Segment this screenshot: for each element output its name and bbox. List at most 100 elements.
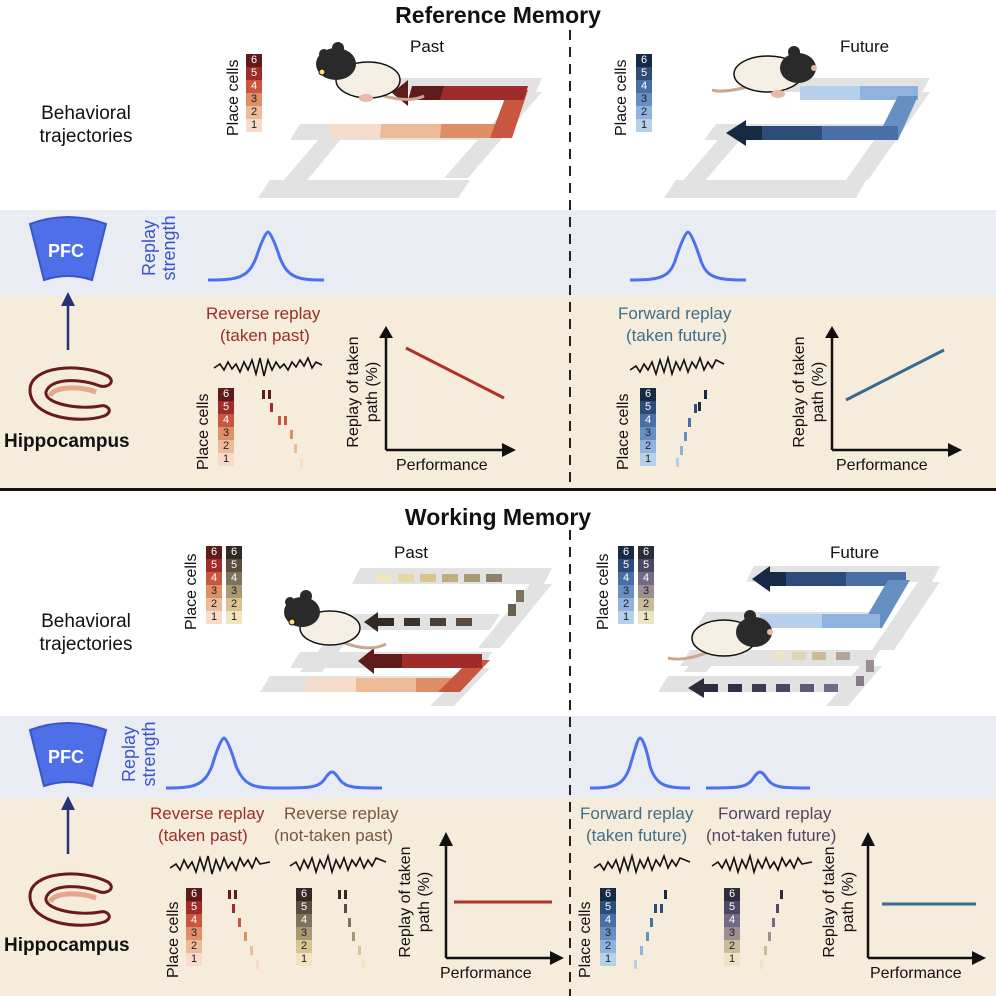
place-cell-6: 6 xyxy=(724,888,740,901)
wm-future-y-axis-label: Replay of taken path (%) xyxy=(821,846,858,958)
wm-behavioral-label: Behavioral trajectories xyxy=(39,611,133,656)
wm-forward-taken-curve xyxy=(589,736,691,790)
wm-past-y-axis-label: Replay of taken path (%) xyxy=(397,846,434,958)
ref-hippocampus-label: Hippocampus xyxy=(4,431,130,452)
place-cell-3: 3 xyxy=(640,427,656,440)
place-cell-4: 4 xyxy=(206,572,222,585)
wm-lfp-trace-2 xyxy=(289,853,387,875)
place-cell-6: 6 xyxy=(226,546,242,559)
ref-future-rat-icon xyxy=(711,46,817,98)
wm-hippocampus-label: Hippocampus xyxy=(4,935,130,956)
wm-hippocampus-band xyxy=(0,798,996,996)
ref-past-lfp-trace xyxy=(213,356,323,378)
place-cell-5: 5 xyxy=(640,401,656,414)
ref-past-plot xyxy=(379,326,516,457)
place-cell-3: 3 xyxy=(246,93,262,106)
wm-lfp-trace-3 xyxy=(593,852,691,875)
place-cell-2: 2 xyxy=(218,440,234,453)
ref-future-lfp-trace xyxy=(629,354,725,377)
wm-past-rat-icon xyxy=(284,590,387,650)
ref-pfc-label: PFC xyxy=(48,241,84,261)
ref-future-x-axis-label: Performance xyxy=(836,457,928,474)
place-cell-4: 4 xyxy=(186,914,202,927)
place-cell-6: 6 xyxy=(640,388,656,401)
wm-taken-past-label: (taken past) xyxy=(158,826,248,845)
ref-future-replay-curve xyxy=(629,230,747,282)
wm-reverse-taken-curve xyxy=(165,736,279,790)
place-cell-2: 2 xyxy=(226,598,242,611)
ref-hippocampus-band xyxy=(0,296,996,488)
place-cell-6: 6 xyxy=(618,546,634,559)
place-cell-2: 2 xyxy=(618,598,634,611)
place-cell-6: 6 xyxy=(638,546,654,559)
place-cell-2: 2 xyxy=(296,940,312,953)
place-cell-5: 5 xyxy=(636,67,652,80)
place-cell-5: 5 xyxy=(226,559,242,572)
place-cell-4: 4 xyxy=(246,80,262,93)
place-cell-2: 2 xyxy=(600,940,616,953)
wm-pfc-band xyxy=(0,716,996,798)
ref-past-label: Past xyxy=(410,37,445,56)
place-cell-4: 4 xyxy=(296,914,312,927)
ref-pfc-band xyxy=(0,210,996,296)
reference-memory-title: Reference Memory xyxy=(395,2,601,28)
place-cell-6: 6 xyxy=(186,888,202,901)
place-cell-3: 3 xyxy=(638,585,654,598)
place-cell-2: 2 xyxy=(186,940,202,953)
place-cell-5: 5 xyxy=(600,901,616,914)
ref-past-x-axis-label: Performance xyxy=(396,457,488,474)
place-cell-1: 1 xyxy=(186,953,202,966)
ref-behavioral-label: Behavioral trajectories xyxy=(39,103,133,148)
place-cell-1: 1 xyxy=(618,611,634,624)
ref-hippocampus-icon xyxy=(28,366,113,421)
place-cell-6: 6 xyxy=(246,54,262,67)
wm-reverse-not-taken-curve xyxy=(277,770,383,790)
wm-future-rat-icon xyxy=(667,610,773,661)
wm-future-label: Future xyxy=(830,543,880,562)
place-cell-1: 1 xyxy=(636,119,652,132)
place-cell-5: 5 xyxy=(638,559,654,572)
place-cell-4: 4 xyxy=(226,572,242,585)
place-cell-1: 1 xyxy=(246,119,262,132)
wm-lfp-trace-4 xyxy=(711,853,813,875)
place-cell-3: 3 xyxy=(206,585,222,598)
place-cell-6: 6 xyxy=(600,888,616,901)
wm-pfc-arrow xyxy=(61,796,75,854)
place-cell-6: 6 xyxy=(218,388,234,401)
ref-taken-future-label: (taken future) xyxy=(626,326,728,345)
place-cell-2: 2 xyxy=(638,598,654,611)
ref-past-replay-curve xyxy=(207,230,325,282)
place-cell-4: 4 xyxy=(618,572,634,585)
wm-not-taken-past-label: (not-taken past) xyxy=(274,826,394,845)
place-cell-6: 6 xyxy=(206,546,222,559)
place-cell-1: 1 xyxy=(638,611,654,624)
wm-not-taken-future-label: (not-taken future) xyxy=(706,826,837,845)
working-memory-title: Working Memory xyxy=(404,504,592,530)
wm-past-plot xyxy=(439,832,564,965)
place-cell-5: 5 xyxy=(296,901,312,914)
place-cell-3: 3 xyxy=(226,585,242,598)
place-cell-5: 5 xyxy=(246,67,262,80)
wm-forward-replay-label-1: Forward replay xyxy=(580,804,694,823)
wm-past-label: Past xyxy=(394,543,429,562)
wm-hippocampus-icon xyxy=(28,872,113,927)
place-cell-3: 3 xyxy=(636,93,652,106)
place-cell-6: 6 xyxy=(296,888,312,901)
ref-pfc-arrow xyxy=(61,292,75,350)
wm-forward-not-taken-curve xyxy=(705,770,811,790)
place-cell-4: 4 xyxy=(638,572,654,585)
place-cell-3: 3 xyxy=(724,927,740,940)
